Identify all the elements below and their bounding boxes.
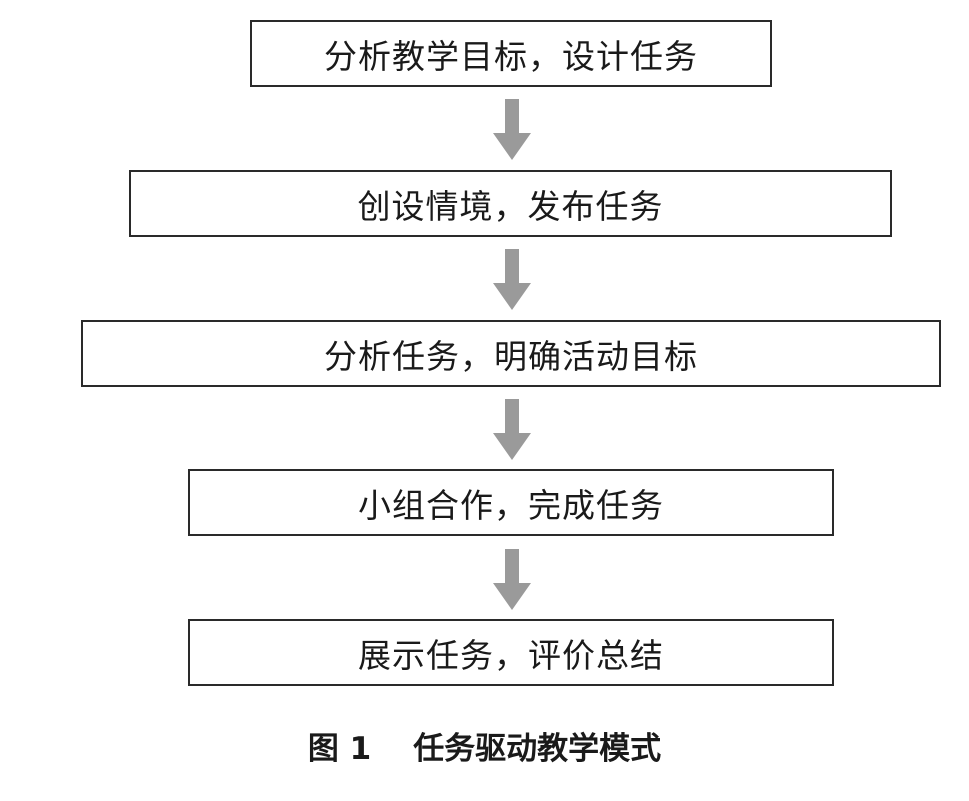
step-box-5: 展示任务，评价总结: [188, 619, 834, 686]
step-label-5: 展示任务，评价总结: [358, 635, 664, 675]
step-label-2: 创设情境，发布任务: [357, 186, 664, 226]
down-arrow-icon: [493, 99, 531, 160]
figure-number: 图 1: [307, 730, 372, 767]
step-label-4: 小组合作，完成任务: [358, 485, 664, 525]
figure-caption: 图 1 任务驱动教学模式: [0, 720, 969, 770]
step-box-3: 分析任务，明确活动目标: [81, 320, 941, 387]
step-box-4: 小组合作，完成任务: [188, 469, 834, 536]
step-label-3: 分析任务，明确活动目标: [324, 336, 698, 376]
step-box-2: 创设情境，发布任务: [129, 170, 892, 237]
down-arrow-icon: [493, 249, 531, 310]
down-arrow-icon: [493, 399, 531, 460]
step-box-1: 分析教学目标，设计任务: [250, 20, 772, 87]
figure-title: 任务驱动教学模式: [413, 730, 662, 767]
step-label-1: 分析教学目标，设计任务: [324, 36, 698, 76]
down-arrow-icon: [493, 549, 531, 610]
